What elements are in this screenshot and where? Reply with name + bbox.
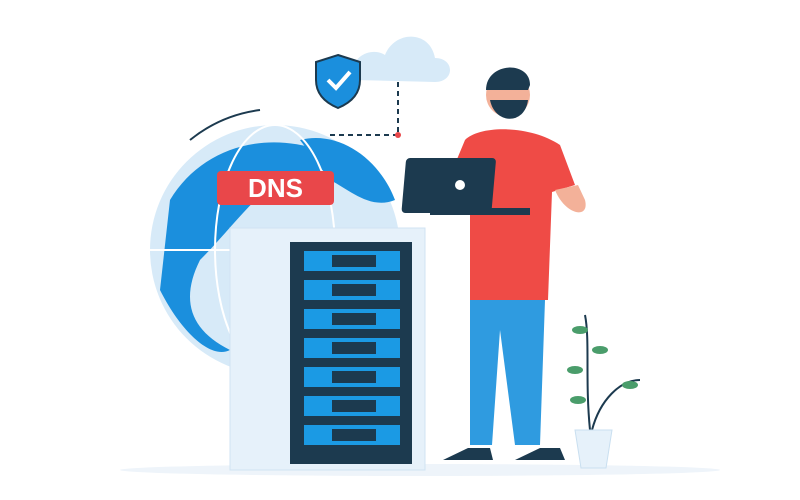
dns-label: DNS — [217, 171, 334, 205]
plant-icon — [567, 314, 641, 469]
person-icon — [401, 67, 586, 460]
server-rack-icon — [304, 251, 400, 445]
shield-check-icon — [315, 53, 361, 110]
cloud-icon — [352, 36, 450, 82]
